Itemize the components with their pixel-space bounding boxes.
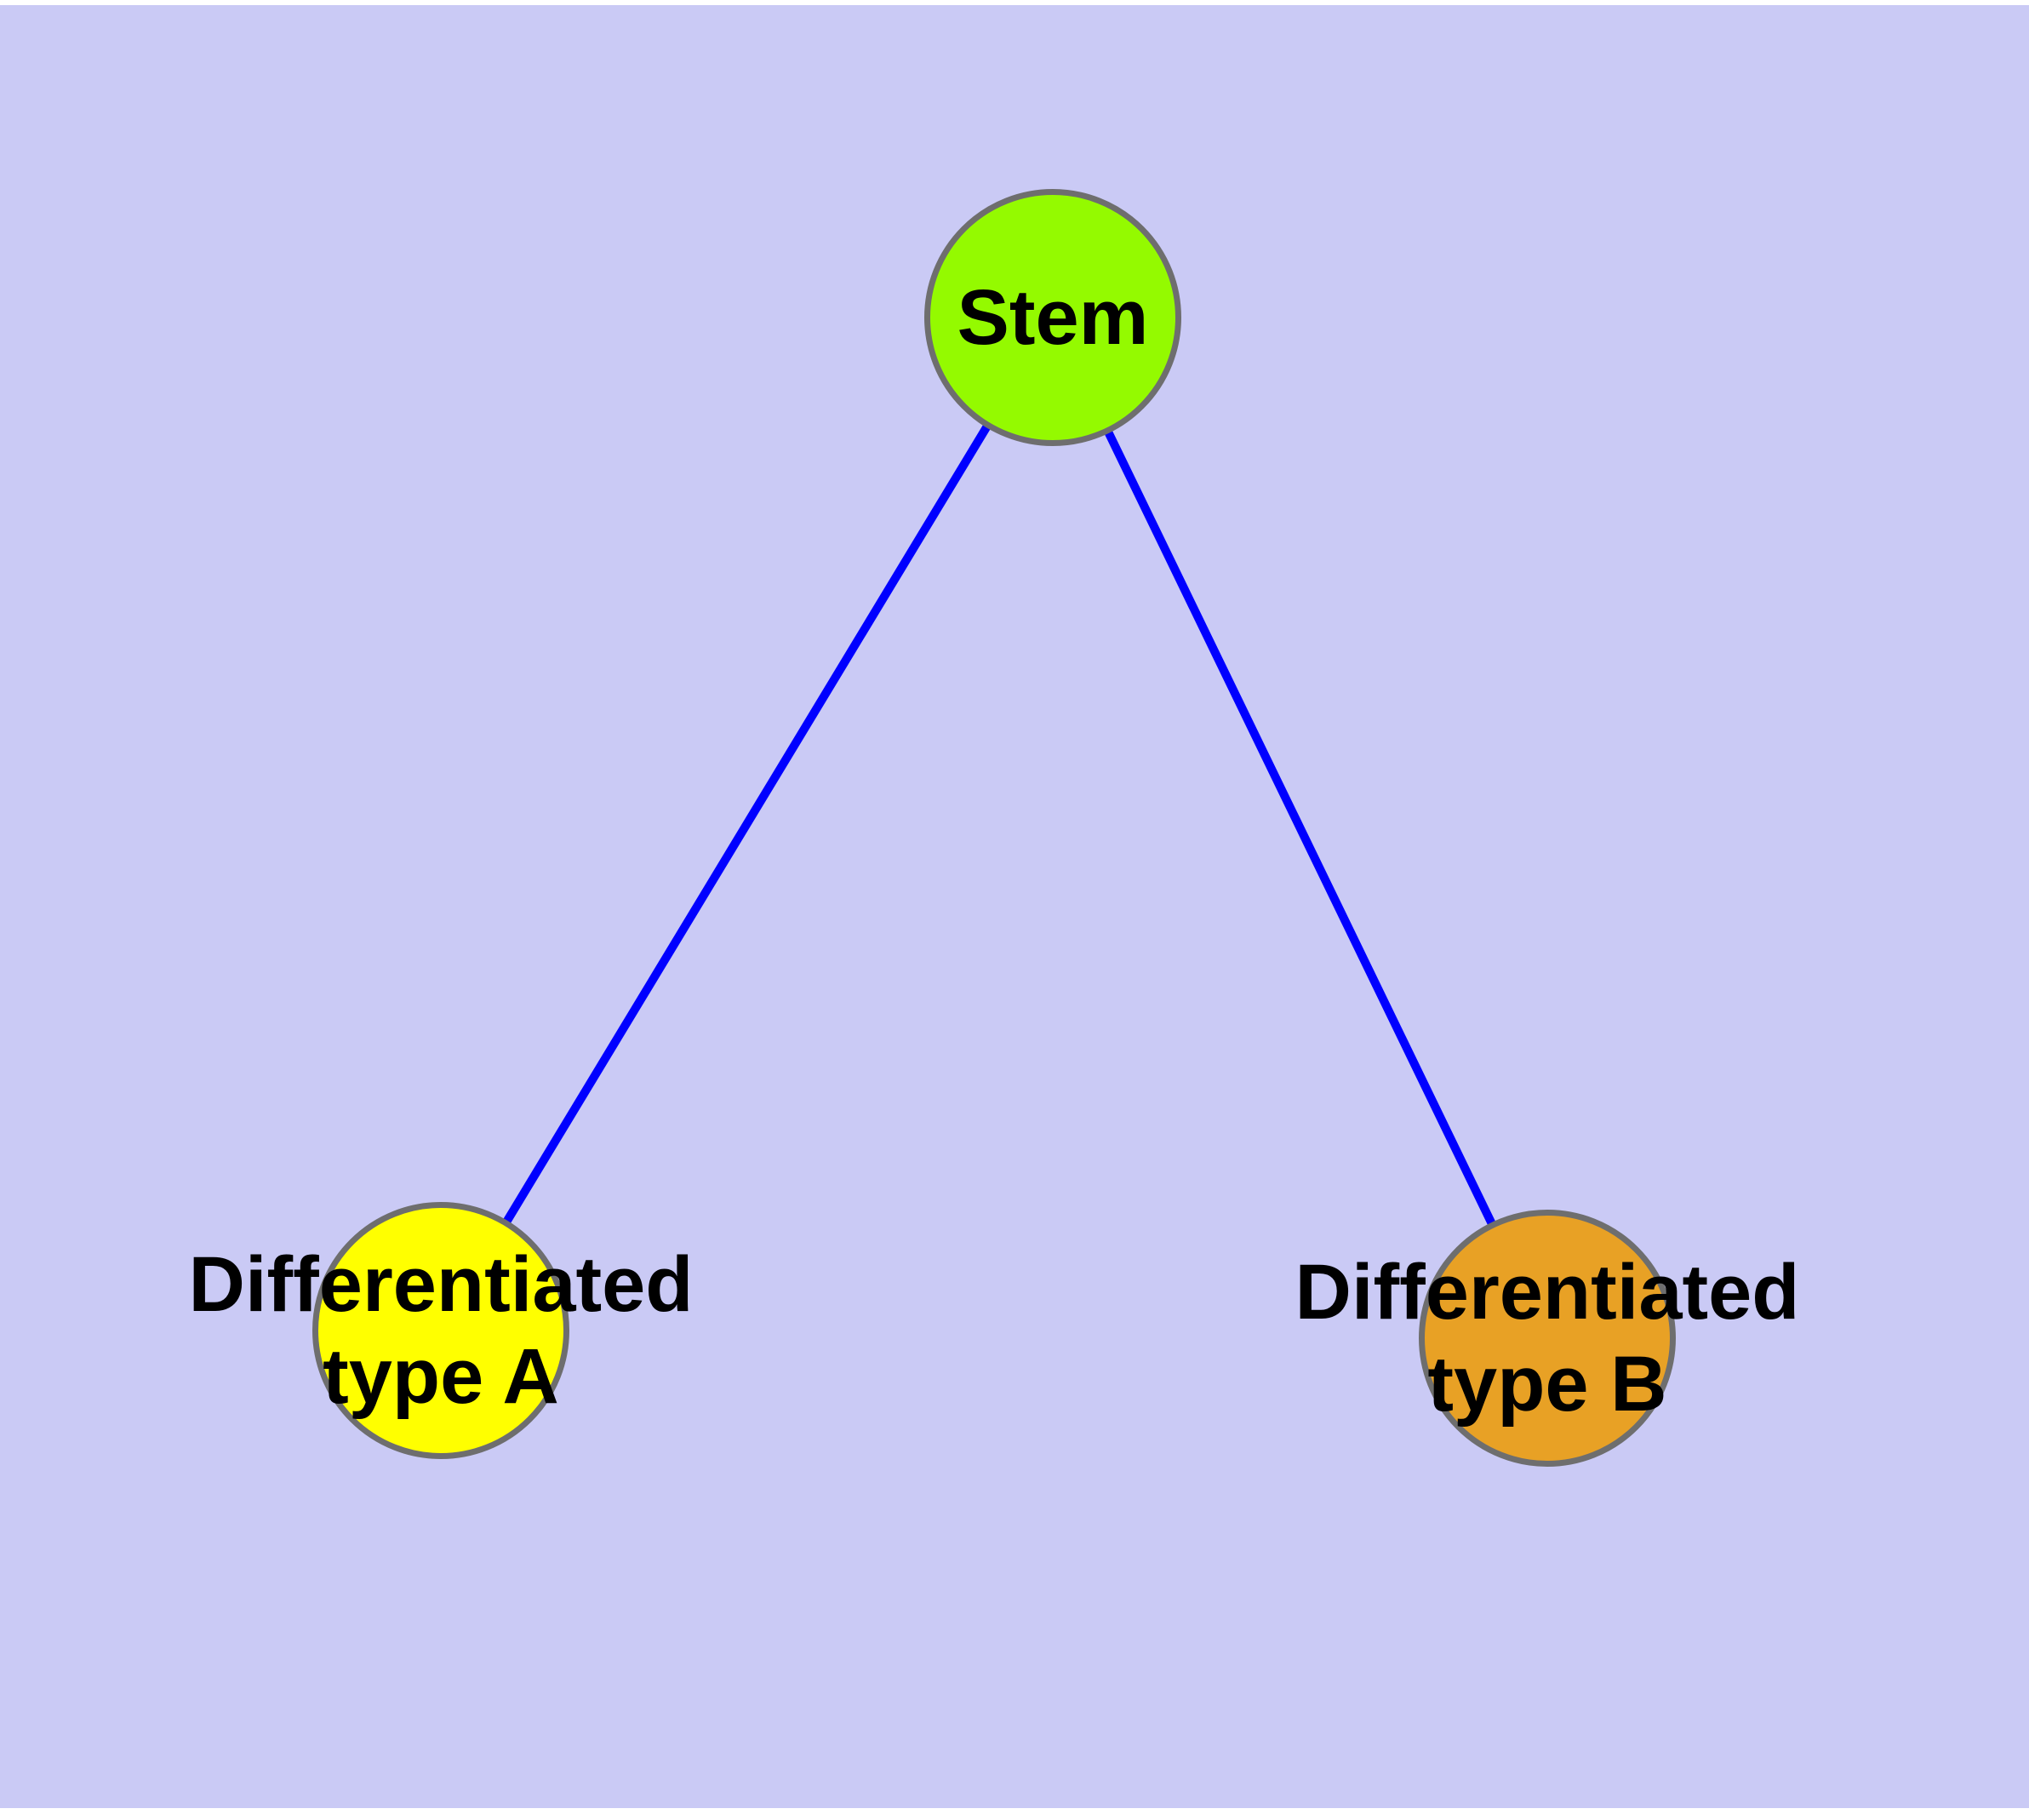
edge-stem-to-type-b [1049,315,1552,1341]
diagram-canvas: Stem Differentiated type A Differentiate… [0,5,2029,1808]
node-differentiated-type-b[interactable] [1419,1210,1676,1467]
node-stem[interactable] [924,189,1181,446]
edge-stem-to-type-a [437,315,1057,1333]
node-differentiated-type-a[interactable] [312,1202,569,1459]
edges-layer [437,315,1552,1341]
